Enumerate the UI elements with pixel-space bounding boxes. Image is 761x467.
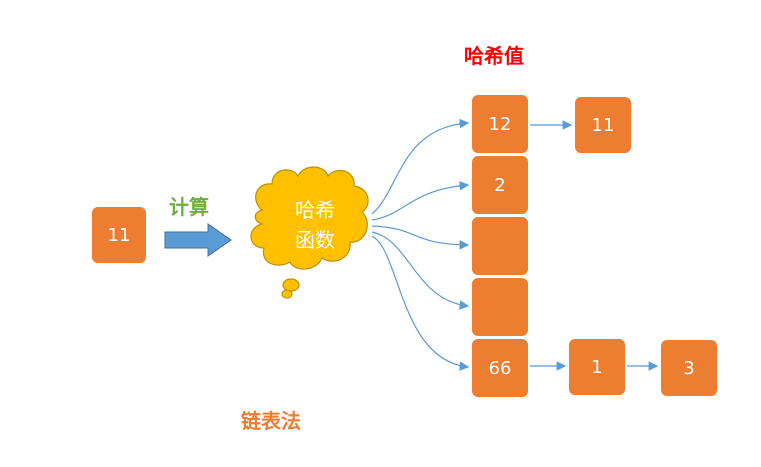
hash-function-line-2: 函数 (295, 228, 335, 252)
bucket-1-value: 2 (494, 174, 506, 196)
chain-node-bucket0-1: 11 (575, 97, 631, 153)
bucket-4-value: 66 (488, 357, 512, 379)
hash-function-text: 哈希 函数 (280, 195, 350, 255)
hash-mapping-arrows (371, 118, 470, 371)
compute-label: 计算 (169, 195, 209, 219)
input-key-value: 11 (107, 224, 131, 246)
input-key-node: 11 (92, 207, 146, 263)
hash-arrow-bucket-1 (371, 180, 470, 221)
bucket-0: 12 (472, 95, 528, 153)
hash-arrow-bucket-0 (371, 118, 470, 215)
hash-function-cloud (250, 166, 369, 299)
bucket-2 (472, 217, 528, 275)
compute-arrow (164, 223, 232, 257)
bucket-3 (472, 278, 528, 336)
bucket-0-value: 12 (488, 113, 512, 135)
hash-arrow-bucket-3 (371, 231, 470, 310)
hash-function-line-1: 哈希 (295, 198, 335, 222)
chain-node-bucket4-2: 3 (661, 340, 717, 396)
hash-arrow-bucket-2 (371, 225, 470, 250)
chain-node-bucket4-1-value: 1 (591, 356, 603, 378)
bucket-1: 2 (472, 156, 528, 214)
chain-node-bucket0-1-value: 11 (591, 114, 615, 136)
method-label: 链表法 (241, 409, 301, 433)
hash-arrow-bucket-4 (371, 235, 470, 371)
chain-node-bucket4-2-value: 3 (683, 357, 695, 379)
chain-node-bucket4-1: 1 (569, 339, 625, 395)
hash-value-label: 哈希值 (464, 44, 524, 68)
bucket-4: 66 (472, 339, 528, 397)
